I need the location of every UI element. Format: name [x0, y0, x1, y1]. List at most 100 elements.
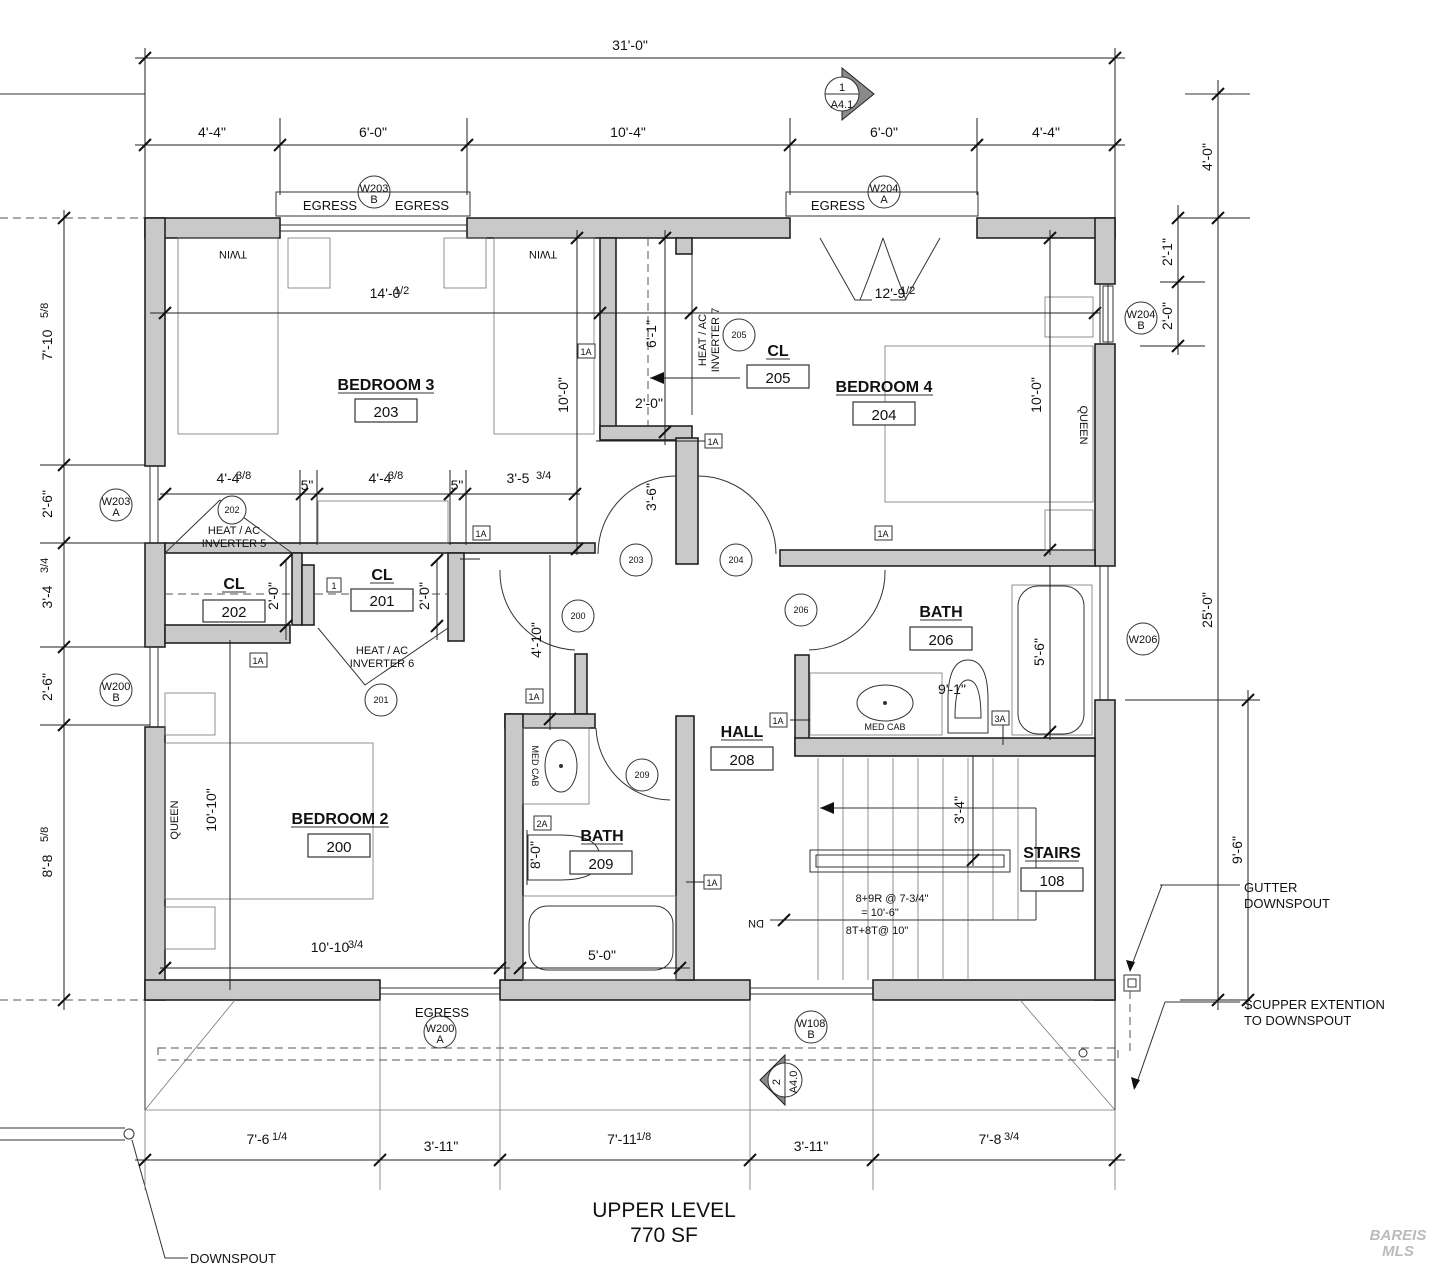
- stairs-note-1: 8+9R @ 7-3/4": [856, 893, 929, 905]
- svg-text:1A: 1A: [252, 656, 263, 666]
- dim-bottom-seg2: 3'-11": [424, 1138, 459, 1154]
- svg-text:BEDROOM 3: BEDROOM 3: [338, 377, 435, 394]
- interior-dim-lines: [150, 230, 1102, 990]
- svg-text:204: 204: [871, 407, 896, 424]
- dim-b2-depth: 10'-10": [203, 788, 219, 831]
- svg-text:203: 203: [373, 404, 398, 421]
- svg-text:2A: 2A: [536, 819, 547, 829]
- annotations: GUTTER DOWNSPOUT SCUPPER EXTENTION TO DO…: [190, 880, 1385, 1266]
- section-marker-2: 2 A4.0: [759, 1053, 803, 1107]
- scupper-label-2: TO DOWNSPOUT: [1244, 1013, 1351, 1028]
- door-209: 209: [634, 770, 649, 780]
- dim-bottom-seg3: 7'-11: [607, 1131, 637, 1147]
- stairs-note-3: 8T+8T@ 10": [846, 925, 909, 937]
- door-205: 205: [731, 330, 746, 340]
- scupper-label-1: SCUPPER EXTENTION: [1244, 997, 1385, 1012]
- heat-ac-5: HEAT / AC: [208, 525, 260, 537]
- stairs-note-2: = 10'-6": [861, 907, 899, 919]
- section-2-number: 2: [771, 1079, 783, 1085]
- dim-bath209-tub: 5'-0": [588, 947, 616, 963]
- svg-text:209: 209: [588, 856, 613, 873]
- svg-text:CL: CL: [767, 343, 789, 360]
- room-cl-205: CL 205: [746, 343, 810, 389]
- svg-text:3/4: 3/4: [348, 939, 363, 951]
- egress-label-3: EGRESS: [811, 198, 866, 213]
- egress-label-4: EGRESS: [415, 1005, 470, 1020]
- door-206: 206: [793, 605, 808, 615]
- dim-bath206-tub: 5'-6": [1031, 638, 1047, 666]
- inverter-7: INVERTER 7: [710, 308, 722, 373]
- window-w204b: W204 B: [1124, 301, 1158, 335]
- section-1-number: 1: [839, 82, 845, 94]
- twin-label-2: TWIN: [529, 248, 557, 260]
- inverter-5: INVERTER 5: [202, 538, 267, 550]
- section-marker-1: 1 A4.1: [824, 66, 875, 122]
- svg-text:W203: W203: [102, 496, 131, 508]
- room-bedroom-4: BEDROOM 4 204: [836, 379, 933, 426]
- svg-text:200: 200: [326, 839, 351, 856]
- dim-bath209-w: 8'-0": [527, 841, 543, 869]
- svg-text:HALL: HALL: [721, 724, 764, 741]
- dim-cl205-width: 2'-0": [635, 395, 663, 411]
- egress-label-1: EGRESS: [303, 198, 358, 213]
- egress-windows: EGRESS EGRESS EGRESS EGRESS: [275, 191, 1114, 1020]
- dim-right-d4: 25'-0": [1199, 592, 1215, 628]
- svg-text:BEDROOM 4: BEDROOM 4: [836, 379, 933, 396]
- dim-left-d3-frac: 3/4: [39, 558, 51, 573]
- dim-row-c: 4'-4: [369, 470, 392, 486]
- door-tags: 205 202 203 204 200 206 201 209: [217, 318, 818, 792]
- svg-text:1/8: 1/8: [636, 1131, 651, 1143]
- title-line-1: UPPER LEVEL: [592, 1199, 736, 1222]
- med-cab-209: MED CAB: [530, 745, 540, 786]
- exterior-walls: [144, 217, 1116, 1001]
- watermark-line-2: MLS: [1382, 1243, 1414, 1260]
- dim-overall-width: 31'-0": [612, 37, 648, 53]
- dim-door-gap: 3'-6": [643, 483, 659, 511]
- svg-text:108: 108: [1039, 873, 1064, 890]
- svg-text:CL: CL: [223, 576, 245, 593]
- dim-bottom-seg1: 7'-6: [247, 1131, 270, 1147]
- svg-text:1/2: 1/2: [394, 285, 409, 297]
- room-stairs-108: STAIRS 108: [1020, 845, 1084, 892]
- svg-text:B: B: [1137, 320, 1144, 332]
- dim-left-d2: 2'-6": [39, 490, 55, 518]
- watermark-line-1: BAREIS: [1370, 1227, 1427, 1244]
- dim-left-d1-frac: 5/8: [39, 303, 51, 318]
- svg-text:B: B: [807, 1029, 814, 1041]
- dim-row-d: 5": [451, 477, 464, 493]
- dim-left-d5-frac: 5/8: [39, 827, 51, 842]
- stairs: DN 8+9R @ 7-3/4" = 10'-6" 8T+8T@ 10": [748, 758, 1037, 980]
- svg-text:W200: W200: [102, 681, 131, 693]
- dim-cl201-w: 2'-0": [416, 582, 432, 610]
- dim-right-d5: 9'-6": [1229, 836, 1245, 864]
- dim-left-d3: 3'-4: [39, 585, 55, 608]
- dim-b4-width: 12'-9: [875, 285, 906, 301]
- stairs-dn: DN: [748, 917, 764, 929]
- svg-text:W200: W200: [426, 1023, 455, 1035]
- svg-text:3/4: 3/4: [536, 470, 551, 482]
- svg-text:B: B: [370, 194, 377, 206]
- door-204: 204: [728, 555, 743, 565]
- dim-top-seg1: 4'-4": [198, 124, 226, 140]
- egress-label-2: EGRESS: [395, 198, 450, 213]
- room-cl-202: CL 202: [202, 576, 266, 623]
- room-bedroom-3: BEDROOM 3 203: [338, 377, 435, 423]
- dim-bottom-seg4: 3'-11": [794, 1138, 829, 1154]
- heat-ac-7: HEAT / AC: [697, 314, 709, 366]
- interior-walls: [164, 237, 1096, 981]
- watermark: BAREIS MLS: [1370, 1227, 1427, 1260]
- room-bath-206: BATH 206: [909, 604, 973, 651]
- svg-text:1/4: 1/4: [272, 1131, 287, 1143]
- dim-cl202-w: 2'-0": [265, 582, 281, 610]
- downspout-label: DOWNSPOUT: [190, 1251, 276, 1266]
- wall-windows: [149, 224, 1109, 995]
- svg-text:1A: 1A: [706, 878, 717, 888]
- keynote-tags: 1A 1A 1A 1A 1 1A 1A 1A 3A 2A 1A: [249, 343, 1010, 890]
- svg-text:W108: W108: [797, 1018, 826, 1030]
- interior-dim-text: 14'-0 1/2 10'-0" 6'-1" 2'-0" 12'-9 1/2 1…: [203, 285, 1047, 963]
- dim-bath206-w: 9'-1": [938, 681, 966, 697]
- top-dimensions: 31'-0" 4'-4" 6'-0" 10'-4" 6'-0" 4'-4": [135, 37, 1125, 220]
- bottom-dimensions: 7'-6 1/4 3'-11" 7'-11 1/8 3'-11" 7'-8 3/…: [135, 1131, 1125, 1167]
- roof-below: [144, 884, 1240, 1190]
- dim-row-e: 3'-5: [507, 470, 530, 486]
